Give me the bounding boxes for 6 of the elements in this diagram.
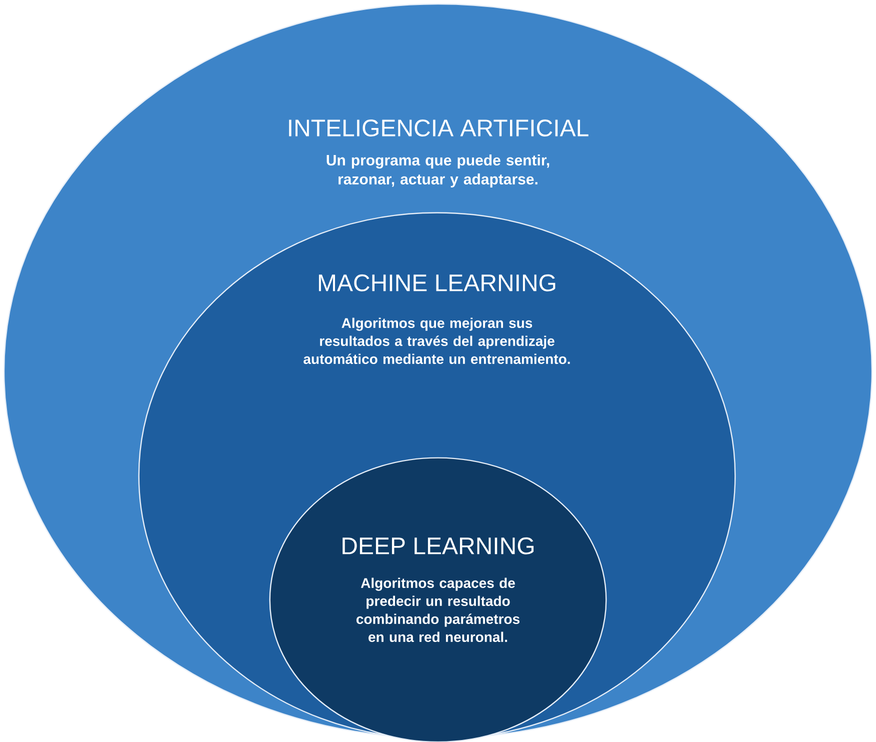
- description: Un programa que puede sentir, razonar, actuar y adaptarse.: [326, 154, 550, 188]
- heading: INTELIGENCIA ARTIFICIAL: [289, 120, 588, 136]
- description: Algoritmos capaces de predecir un resultado combinando parámetros en una red neuronal.: [356, 578, 520, 642]
- description: Algoritmos que mejoran sus resultados a través del aprendizaje automático mediante un entrenamiento.: [304, 318, 570, 364]
- heading: DEEP LEARNING: [342, 537, 534, 554]
- heading: MACHINE LEARNING: [318, 274, 556, 292]
